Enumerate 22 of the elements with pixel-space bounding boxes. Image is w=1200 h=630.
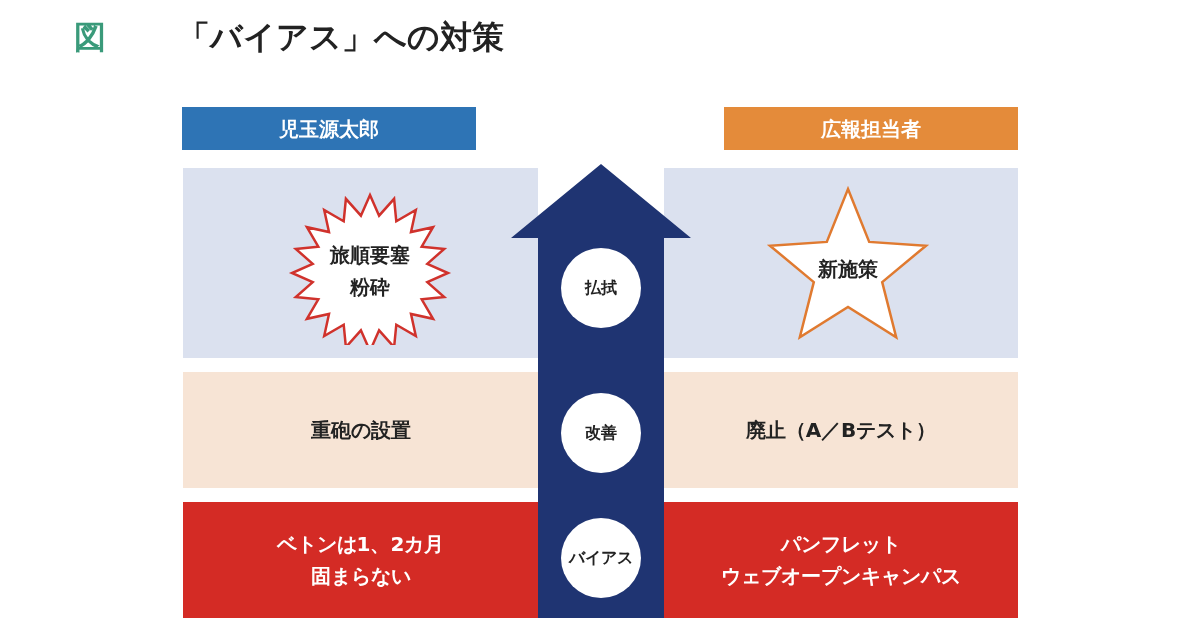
figure-label: 図	[74, 17, 106, 58]
label: 払拭	[585, 277, 617, 300]
band	[183, 502, 538, 618]
header-bar	[724, 107, 1018, 150]
header-bar	[182, 107, 476, 150]
band	[183, 168, 538, 358]
band	[664, 168, 1018, 358]
label: 新施策	[818, 256, 878, 283]
label: ウェブオープンキャンパス	[721, 563, 961, 590]
label: 廃止（A／Bテスト）	[745, 417, 937, 444]
header-label: 広報担当者	[821, 115, 921, 143]
title: 「バイアス」への対策	[178, 17, 504, 58]
label: バイアス	[569, 547, 633, 570]
label: ベトンは1、2カ月固まらない	[275, 531, 446, 590]
label: 改善	[585, 422, 617, 445]
band	[183, 372, 538, 488]
header-label: 児玉源太郎	[279, 115, 379, 143]
label: パンフレット	[781, 531, 901, 558]
label: 旅順要塞粉砕	[329, 242, 411, 301]
band	[664, 502, 1018, 618]
label: 重砲の設置	[310, 417, 411, 444]
band	[664, 372, 1018, 488]
